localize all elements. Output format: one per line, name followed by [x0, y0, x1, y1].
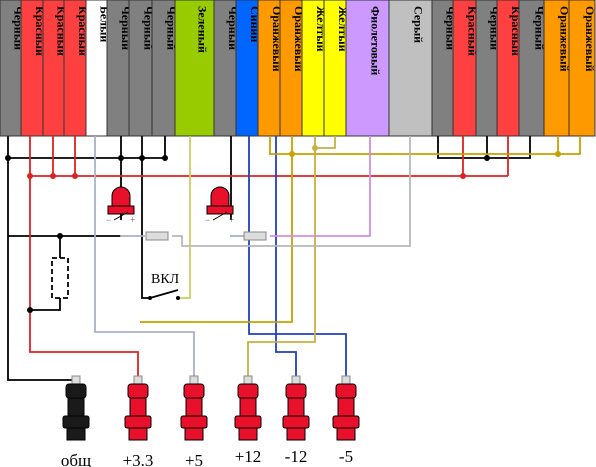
binding-post-terminal: -5 — [332, 375, 360, 466]
blue-wire — [248, 136, 347, 384]
pin-label: Оранжевый — [558, 6, 572, 72]
binding-post-terminal: общ — [61, 375, 91, 467]
orange-plus33-wire — [140, 154, 293, 323]
junction-dot — [289, 151, 295, 157]
orange-tap-2 — [558, 136, 581, 155]
resistor — [243, 231, 267, 241]
junction-dot — [162, 155, 168, 161]
junction-dot — [139, 155, 145, 161]
junction-dot — [57, 233, 63, 239]
junction-dot — [118, 155, 124, 161]
terminal-label: общ — [61, 451, 91, 467]
black-switch-wire — [141, 158, 150, 299]
junction-dot — [50, 173, 56, 179]
junction-dot — [5, 155, 11, 161]
junction-dot — [27, 307, 33, 313]
junction-dot — [460, 173, 466, 179]
pin-label: Фиолетовый — [369, 6, 383, 75]
pin-label: Зеленый — [196, 6, 210, 53]
purple-wire — [270, 136, 371, 237]
terminal-label: +5 — [185, 451, 203, 467]
led-indicator: − + — [205, 186, 234, 225]
binding-post-terminal: -12 — [282, 375, 310, 466]
green-wire — [178, 136, 191, 299]
binding-posts: общ +3.3 +5 +12 -12 -5 — [61, 375, 360, 467]
connector-pin: Фиолетовый — [345, 0, 390, 137]
terminal-label: +3.3 — [123, 451, 154, 467]
yellow-bus-wire — [314, 136, 336, 149]
gray-wire — [172, 136, 411, 247]
junction-dot — [27, 173, 33, 179]
yellow-plus12-wire — [247, 148, 316, 384]
switch-label: ВКЛ — [151, 272, 180, 287]
connector-pin: Зеленый — [174, 0, 215, 137]
junction-dot — [72, 173, 78, 179]
svg-text:+: + — [130, 215, 135, 225]
terminal-label: -5 — [339, 447, 353, 466]
junction-dots — [5, 145, 561, 313]
junction-dot — [484, 155, 490, 161]
load-resistor — [51, 257, 69, 299]
connector-pin: Оранжевый — [568, 0, 596, 137]
red-bus-wire — [29, 136, 139, 384]
pin-label: Серый — [412, 6, 426, 43]
connector-pin: Черный — [518, 0, 547, 137]
connector-pin: Черный — [213, 0, 240, 137]
svg-text:−: − — [205, 215, 210, 225]
binding-post-terminal: +12 — [234, 375, 262, 466]
terminal-label: -12 — [285, 447, 308, 466]
resistor — [145, 231, 169, 241]
terminal-label: +12 — [235, 447, 262, 466]
led-indicator: − + — [106, 186, 135, 225]
binding-post-terminal: +3.3 — [123, 375, 154, 467]
connector-pin: Оранжевый — [543, 0, 572, 137]
connector-pin: Серый — [388, 0, 433, 137]
pin-label: Оранжевый — [583, 6, 596, 72]
wires — [7, 136, 581, 384]
svg-text:+: + — [229, 215, 234, 225]
blue-minus12-wire — [275, 136, 297, 384]
junction-dot — [312, 145, 318, 151]
white-wire — [94, 136, 195, 384]
junction-dot — [555, 151, 561, 157]
pin-label: Черный — [533, 6, 547, 50]
black-resistor-bot — [30, 298, 61, 311]
orange-bus-wire — [269, 136, 559, 155]
power-switch: ВКЛ — [148, 272, 180, 300]
svg-text:−: − — [106, 215, 111, 225]
binding-post-terminal: +5 — [180, 375, 208, 467]
